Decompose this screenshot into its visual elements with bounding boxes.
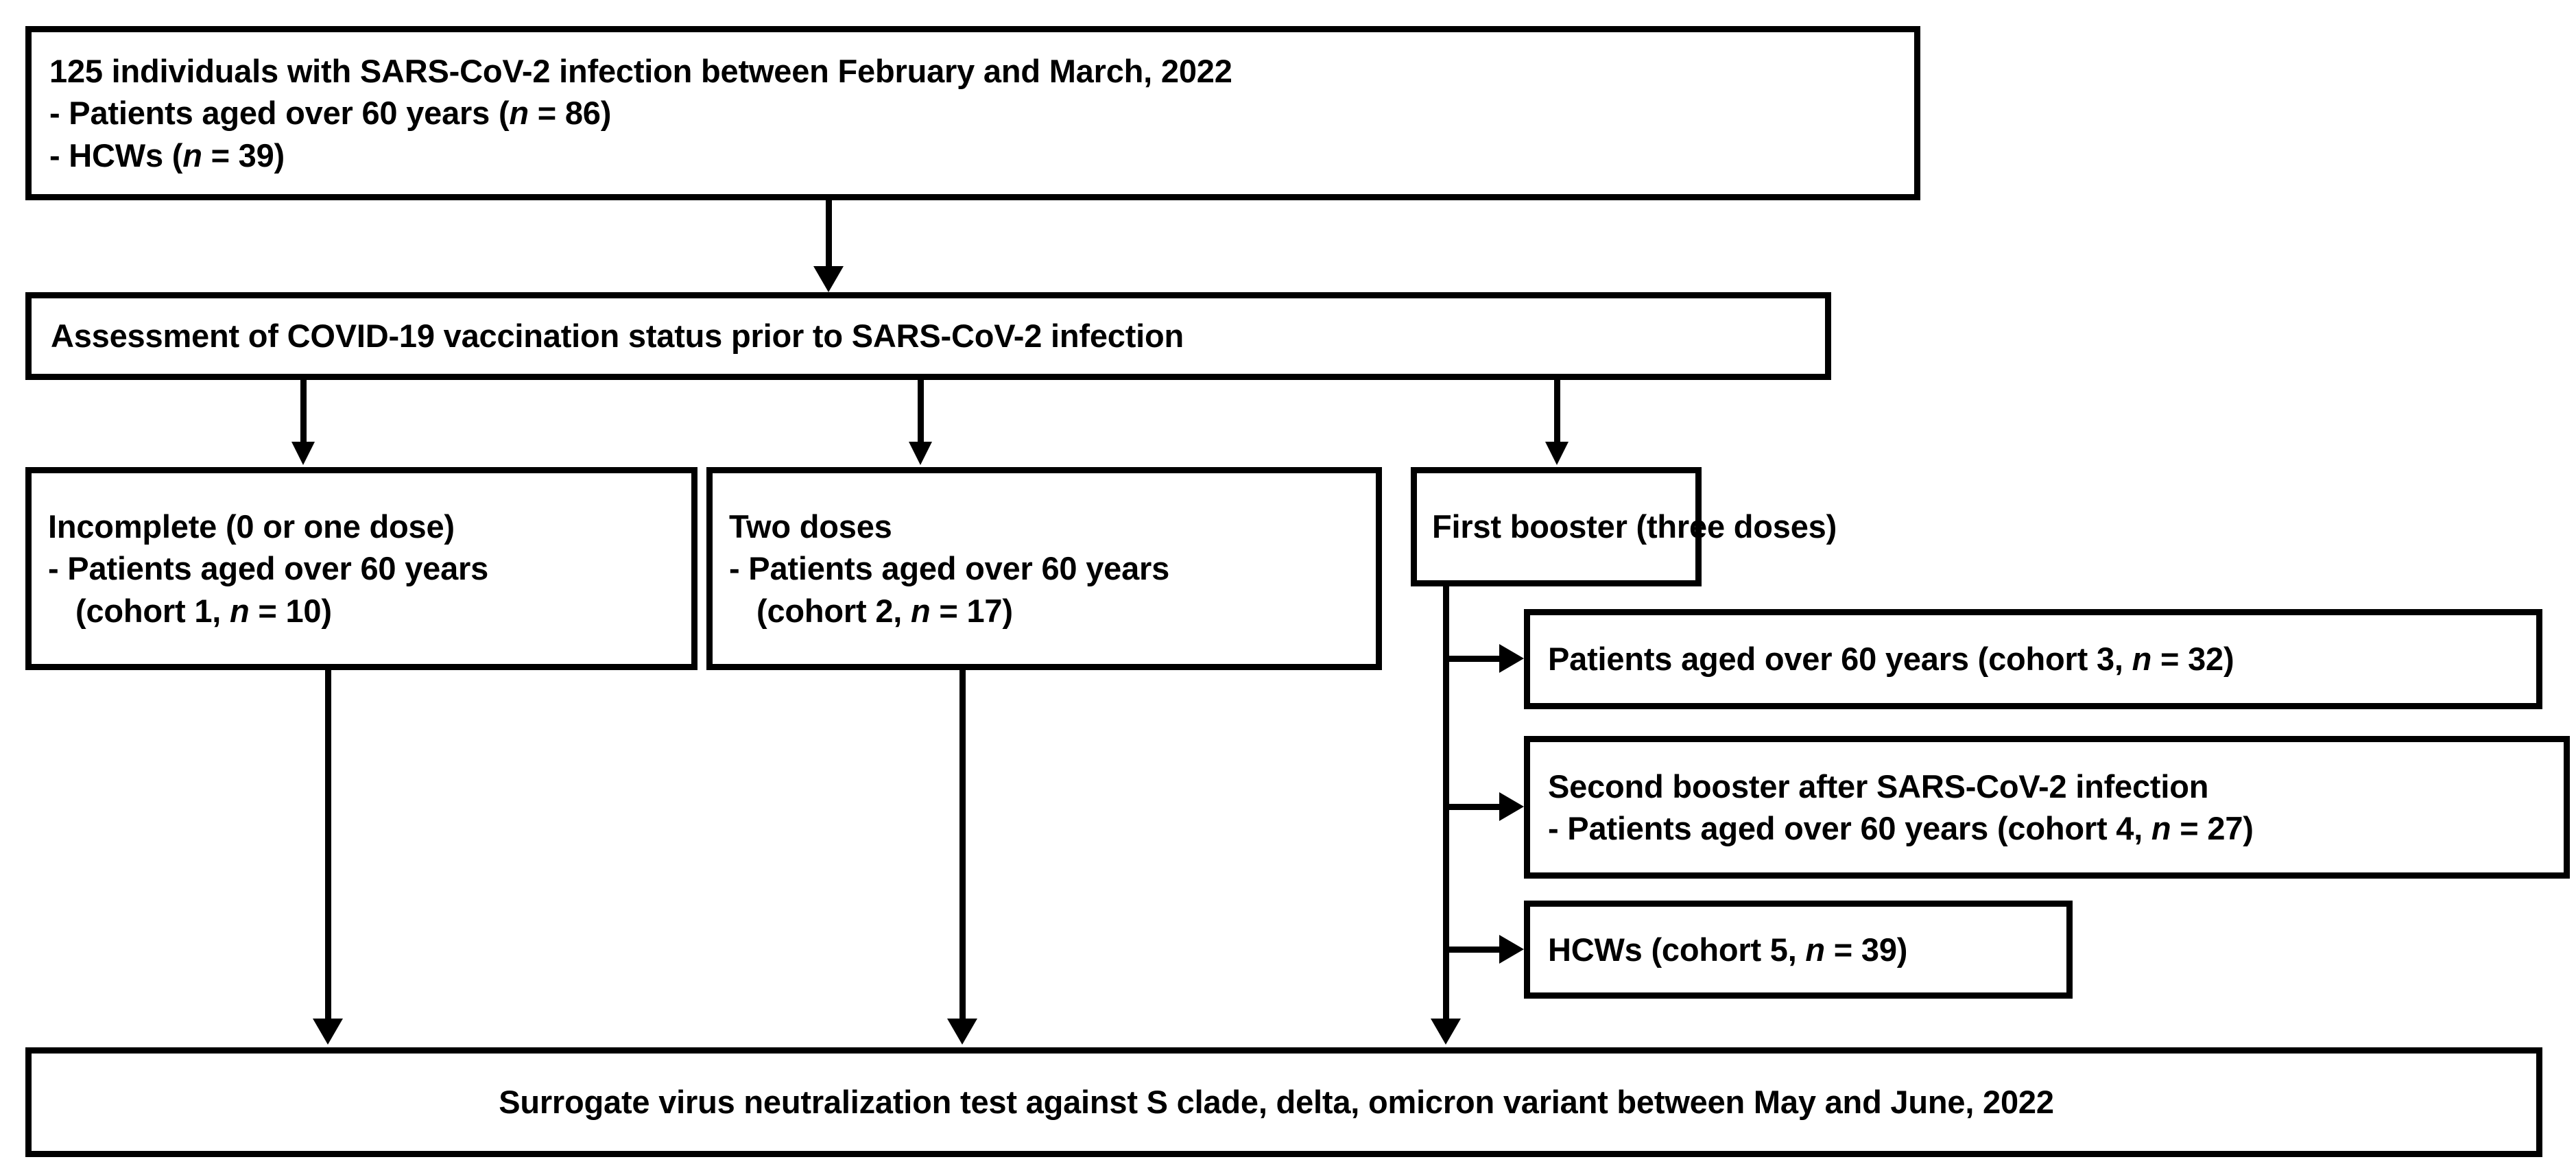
cohort-2-line-1: Two doses xyxy=(729,508,892,545)
connector-assessment-to-two-doses-arrowhead xyxy=(909,442,932,465)
connector-to-cohort-5-arrowhead xyxy=(1499,935,1524,964)
cohort-4-line-2: - Patients aged over 60 years (cohort 4,… xyxy=(1548,807,2549,849)
box-first-booster: First booster (three doses) xyxy=(1411,467,1837,586)
box-neutralization-test-content: Surrogate virus neutralization test agai… xyxy=(32,1081,2536,1123)
cohort-2-line-3-post: = 17) xyxy=(930,592,1013,629)
n-symbol: n xyxy=(2132,641,2152,678)
connector-assessment-to-incomplete-arrowhead xyxy=(291,442,315,465)
connector-top-to-assessment-line xyxy=(826,200,832,269)
box-cohort-4-content: Second booster after SARS-CoV-2 infectio… xyxy=(1530,765,2564,849)
box-first-booster-content: First booster (three doses) xyxy=(1417,505,1837,547)
cohort-4-line-2-post: = 27) xyxy=(2171,810,2254,846)
cohort-2-line-3: (cohort 2, n = 17) xyxy=(729,590,1361,632)
cohort-2-line-2: - Patients aged over 60 years xyxy=(729,550,1170,587)
study-population-line-2-pre: - Patients aged over 60 years ( xyxy=(49,95,510,132)
cohort-5-line-1-post: = 39) xyxy=(1824,931,1908,968)
box-cohort-3: Patients aged over 60 years (cohort 3, n… xyxy=(1524,609,2542,709)
n-symbol: n xyxy=(1805,931,1825,968)
n-symbol: n xyxy=(2151,810,2171,846)
n-symbol: n xyxy=(229,592,250,629)
box-cohort-2-two-doses: Two doses - Patients aged over 60 years … xyxy=(706,467,1382,670)
box-cohort-4-second-booster: Second booster after SARS-CoV-2 infectio… xyxy=(1524,736,2570,879)
box-cohort-5-hcws: HCWs (cohort 5, n = 39) xyxy=(1524,901,2073,999)
cohort-1-line-3: (cohort 1, n = 10) xyxy=(48,590,676,632)
n-symbol: n xyxy=(910,592,931,629)
connector-cohort-2-to-bottom-line xyxy=(959,670,966,1021)
cohort-1-line-3-pre: (cohort 1, xyxy=(75,592,230,629)
cohort-5-line-1: HCWs (cohort 5, n = 39) xyxy=(1548,929,2051,971)
connector-to-cohort-5-line xyxy=(1443,947,1503,953)
box-vaccination-assessment: Assessment of COVID-19 vaccination statu… xyxy=(25,292,1831,380)
box-cohort-5-content: HCWs (cohort 5, n = 39) xyxy=(1530,929,2066,971)
vaccination-assessment-line-1: Assessment of COVID-19 vaccination statu… xyxy=(51,318,1184,355)
box-cohort-1-incomplete: Incomplete (0 or one dose) - Patients ag… xyxy=(25,467,697,670)
connector-to-cohort-4-arrowhead xyxy=(1499,792,1524,821)
connector-cohort-1-to-bottom-line xyxy=(325,670,331,1021)
cohort-2-line-3-pre: (cohort 2, xyxy=(756,592,911,629)
connector-cohort-1-to-bottom-arrowhead xyxy=(313,1019,343,1045)
study-population-line-1: 125 individuals with SARS-CoV-2 infectio… xyxy=(49,53,1232,90)
connector-top-to-assessment-arrowhead xyxy=(813,266,844,292)
cohort-1-line-2: - Patients aged over 60 years xyxy=(48,550,489,587)
n-symbol: n xyxy=(509,95,529,132)
cohort-3-line-1-pre: Patients aged over 60 years (cohort 3, xyxy=(1548,641,2132,678)
connector-cohort-2-to-bottom-arrowhead xyxy=(947,1019,977,1045)
box-study-population-content: 125 individuals with SARS-CoV-2 infectio… xyxy=(32,50,1914,176)
connector-assessment-to-first-booster-arrowhead xyxy=(1545,442,1569,465)
connector-assessment-to-two-doses-line xyxy=(918,380,924,443)
box-cohort-2-content: Two doses - Patients aged over 60 years … xyxy=(713,505,1376,631)
study-population-line-3-pre: - HCWs ( xyxy=(49,136,183,174)
box-study-population: 125 individuals with SARS-CoV-2 infectio… xyxy=(25,26,1920,200)
study-population-line-2: - Patients aged over 60 years (n = 86) xyxy=(49,92,1899,134)
box-neutralization-test: Surrogate virus neutralization test agai… xyxy=(25,1047,2542,1157)
cohort-3-line-1: Patients aged over 60 years (cohort 3, n… xyxy=(1548,638,2521,680)
connector-assessment-to-incomplete-line xyxy=(300,380,307,443)
box-cohort-1-content: Incomplete (0 or one dose) - Patients ag… xyxy=(32,505,691,631)
cohort-4-line-1: Second booster after SARS-CoV-2 infectio… xyxy=(1548,768,2209,805)
study-population-line-2-post: = 86) xyxy=(528,95,612,132)
connector-to-cohort-3-line xyxy=(1443,656,1503,662)
n-symbol: n xyxy=(182,136,202,174)
box-cohort-3-content: Patients aged over 60 years (cohort 3, n… xyxy=(1530,638,2536,680)
connector-assessment-to-first-booster-line xyxy=(1554,380,1560,443)
connector-to-cohort-3-arrowhead xyxy=(1499,644,1524,673)
cohort-4-line-2-pre: - Patients aged over 60 years (cohort 4, xyxy=(1548,810,2151,846)
cohort-1-line-1: Incomplete (0 or one dose) xyxy=(48,508,455,545)
neutralization-test-line-1: Surrogate virus neutralization test agai… xyxy=(499,1084,2054,1121)
cohort-1-line-3-post: = 10) xyxy=(249,592,332,629)
cohort-3-line-1-post: = 32) xyxy=(2151,641,2234,678)
study-population-line-3: - HCWs (n = 39) xyxy=(49,134,1899,176)
study-population-line-3-post: = 39) xyxy=(202,136,285,174)
connector-to-cohort-4-line xyxy=(1443,804,1503,810)
cohort-5-line-1-pre: HCWs (cohort 5, xyxy=(1548,931,1806,968)
first-booster-line-1: First booster (three doses) xyxy=(1432,508,1837,545)
box-vaccination-assessment-content: Assessment of COVID-19 vaccination statu… xyxy=(32,315,1825,357)
connector-first-booster-to-bottom-arrowhead xyxy=(1431,1019,1461,1045)
